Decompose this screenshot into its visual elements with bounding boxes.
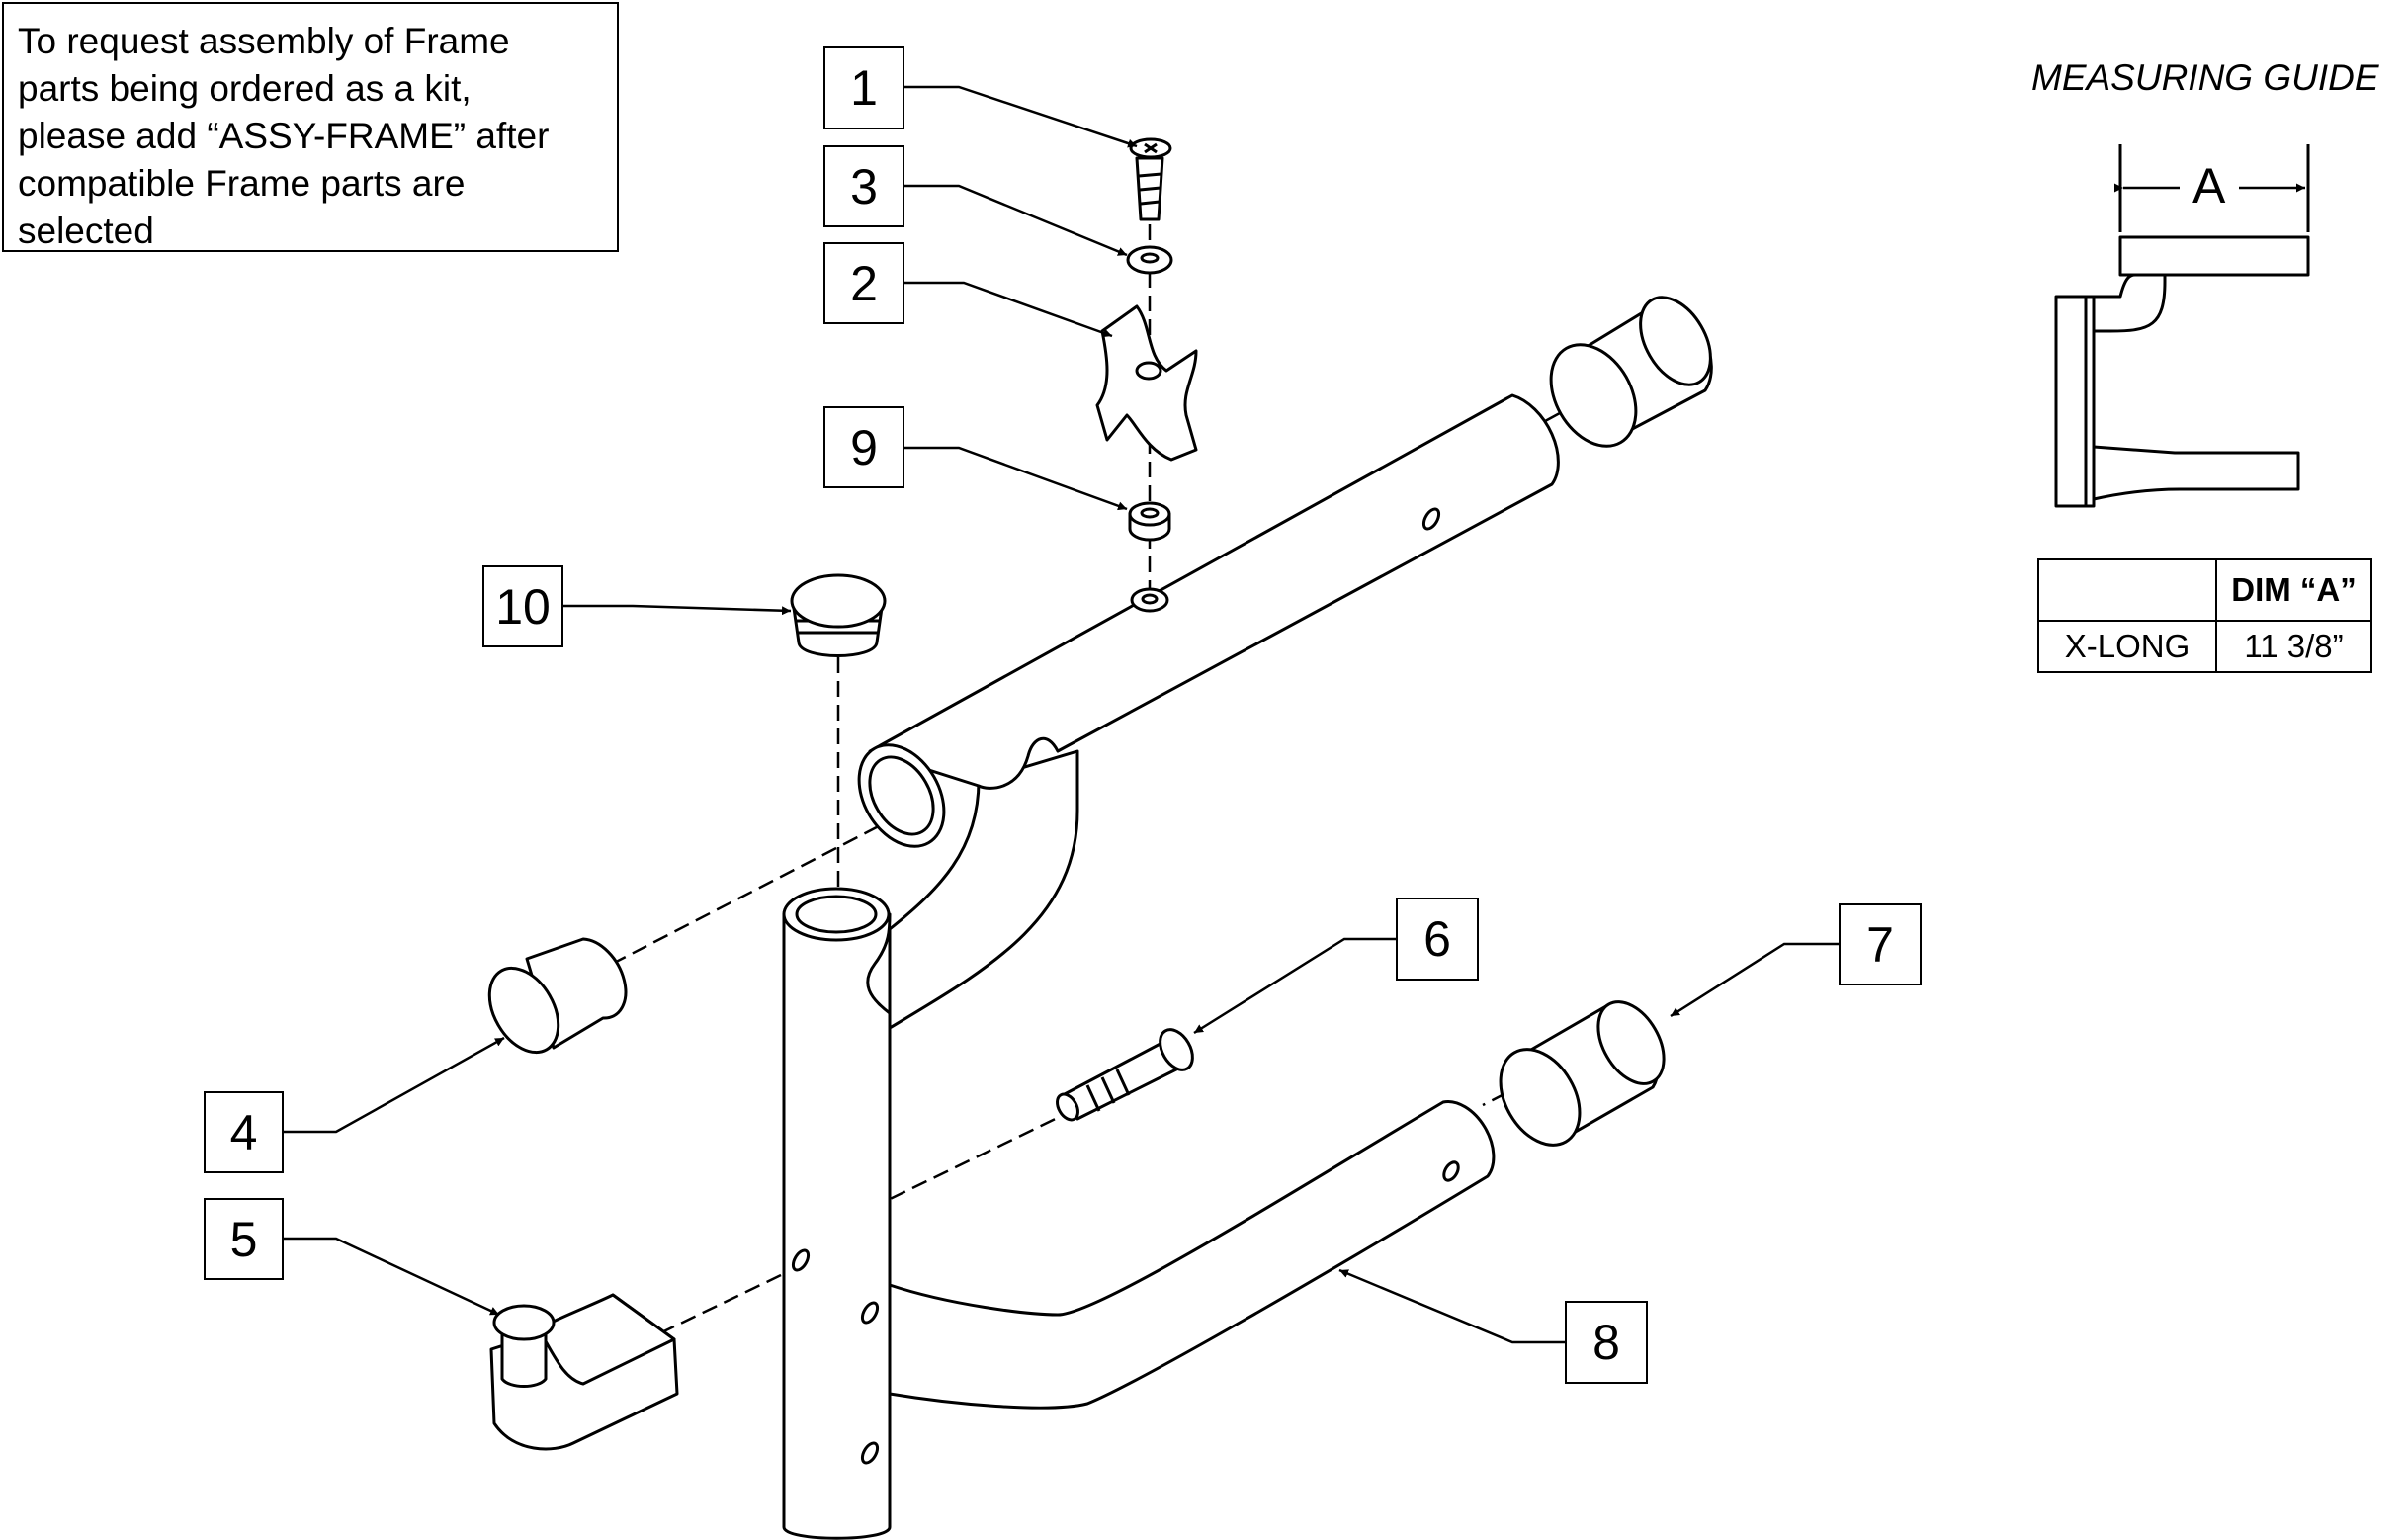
note-line-2: parts being ordered as a kit, (18, 68, 472, 109)
lower-washer-part (1130, 587, 1169, 613)
callout-1: 1 (823, 46, 904, 129)
callout-2: 2 (823, 242, 904, 324)
assembly-note: To request assembly of Frame parts being… (2, 2, 619, 252)
frame-weldment (782, 393, 1560, 1540)
callout-5: 5 (204, 1198, 284, 1280)
note-line-5: selected (18, 211, 154, 251)
dimension-table-value: 11 3/8” (2215, 620, 2372, 673)
end-cap-right-lower-part (1499, 1000, 1666, 1147)
pin-part (1056, 1028, 1194, 1122)
callout-4: 4 (204, 1091, 284, 1173)
measuring-guide-title: MEASURING GUIDE (2031, 57, 2379, 98)
top-plug-part (790, 573, 887, 657)
callout-7: 7 (1839, 903, 1922, 985)
dimension-table-header-blank (2037, 558, 2217, 622)
bracket-part (1095, 304, 1198, 462)
callout-10: 10 (482, 565, 563, 647)
note-line-4: compatible Frame parts are (18, 163, 466, 204)
note-line-1: To request assembly of Frame (18, 21, 510, 61)
callout-8: 8 (1565, 1301, 1648, 1384)
end-cap-right-upper-part (1549, 296, 1713, 448)
clip-part (489, 1293, 679, 1451)
measuring-guide-sketch (2054, 144, 2310, 508)
note-line-3: please add “ASSY-FRAME” after (18, 116, 550, 156)
leader-lines (284, 85, 1839, 1344)
dimension-table: DIM “A” X-LONG 11 3/8” (2037, 558, 2372, 673)
screw-part (1129, 137, 1172, 221)
end-cap-left-part (487, 937, 628, 1055)
dimension-table-size: X-LONG (2037, 620, 2217, 673)
spacer-part (1128, 501, 1171, 542)
callout-9: 9 (823, 406, 904, 488)
callout-6: 6 (1396, 898, 1479, 981)
washer-part (1126, 245, 1173, 275)
callout-3: 3 (823, 145, 904, 227)
dimension-table-header-dim: DIM “A” (2215, 558, 2372, 622)
dimension-label-a: A (2192, 158, 2226, 214)
